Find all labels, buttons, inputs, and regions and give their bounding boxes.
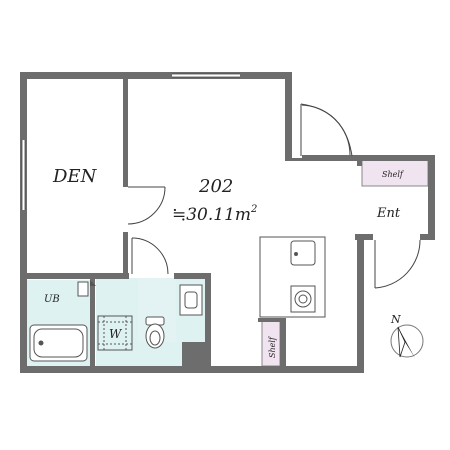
entrance-label: Ent <box>376 206 401 221</box>
window-lines <box>21 73 240 210</box>
bathtub <box>29 324 88 362</box>
north-arrow: N <box>390 313 424 358</box>
corner-marker <box>90 280 96 286</box>
north-label: N <box>390 313 401 326</box>
doors <box>127 100 421 289</box>
bath-sink <box>77 281 89 297</box>
shelf-kitchen-label: Shelf <box>268 335 277 358</box>
unit-number: 202 <box>198 176 233 197</box>
area-label: ≒30.11m2 <box>172 204 257 225</box>
washer-label: W <box>109 327 123 341</box>
area-superscript: 2 <box>250 204 257 215</box>
den-label: DEN <box>52 166 98 187</box>
kitchen-counter <box>259 236 326 318</box>
washbasin <box>179 284 203 316</box>
washroom-lower-area <box>96 342 182 367</box>
washing-machine-space <box>97 315 133 351</box>
windows <box>22 74 240 210</box>
walls <box>20 72 435 373</box>
toilet <box>145 316 165 349</box>
shelf-entrance-label: Shelf <box>382 170 405 179</box>
ub-label: UB <box>44 294 60 305</box>
